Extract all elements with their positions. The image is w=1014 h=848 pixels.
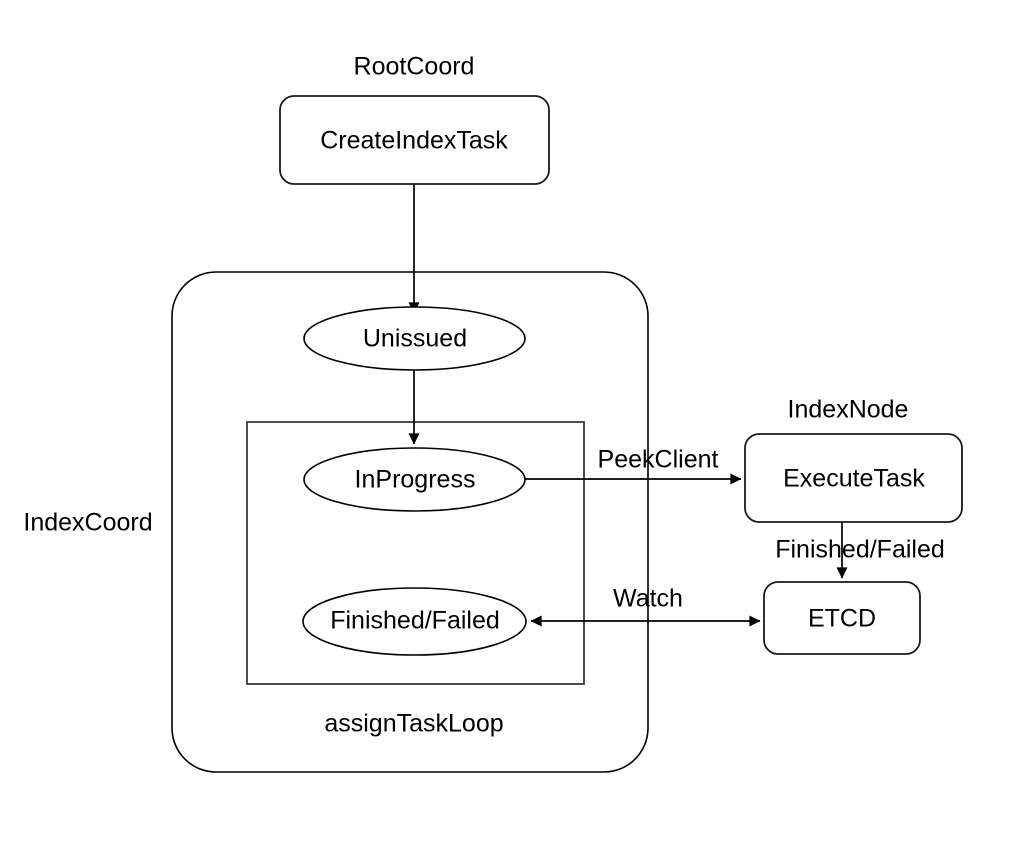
node-etcd[interactable]	[763, 581, 921, 655]
container-indexcoord	[171, 271, 649, 773]
edge-label-watch: Watch	[613, 584, 683, 613]
node-label-etcd: ETCD	[807, 604, 877, 633]
node-label-inprogress: InProgress	[354, 465, 476, 494]
node-label-finished-failed: Finished/Failed	[330, 606, 500, 635]
container-label-assigntaskloop: assignTaskLoop	[324, 709, 504, 738]
node-label-execute-task: ExecuteTask	[783, 464, 925, 493]
node-unissued[interactable]	[303, 306, 526, 371]
group-label-rootcoord: RootCoord	[353, 52, 475, 81]
container-assigntaskloop	[246, 421, 585, 685]
node-label-unissued: Unissued	[362, 324, 468, 353]
node-create-index-task[interactable]	[279, 95, 550, 185]
node-execute-task[interactable]	[744, 433, 963, 523]
group-label-indexnode: IndexNode	[787, 395, 909, 424]
node-inprogress[interactable]	[303, 447, 526, 512]
edge-label-peekclient: PeekClient	[597, 445, 719, 474]
container-label-indexcoord: IndexCoord	[23, 508, 153, 537]
node-finished-failed[interactable]	[302, 587, 527, 656]
edge-label-finished-failed: Finished/Failed	[775, 535, 945, 564]
node-label-create-index-task: CreateIndexTask	[320, 126, 508, 155]
